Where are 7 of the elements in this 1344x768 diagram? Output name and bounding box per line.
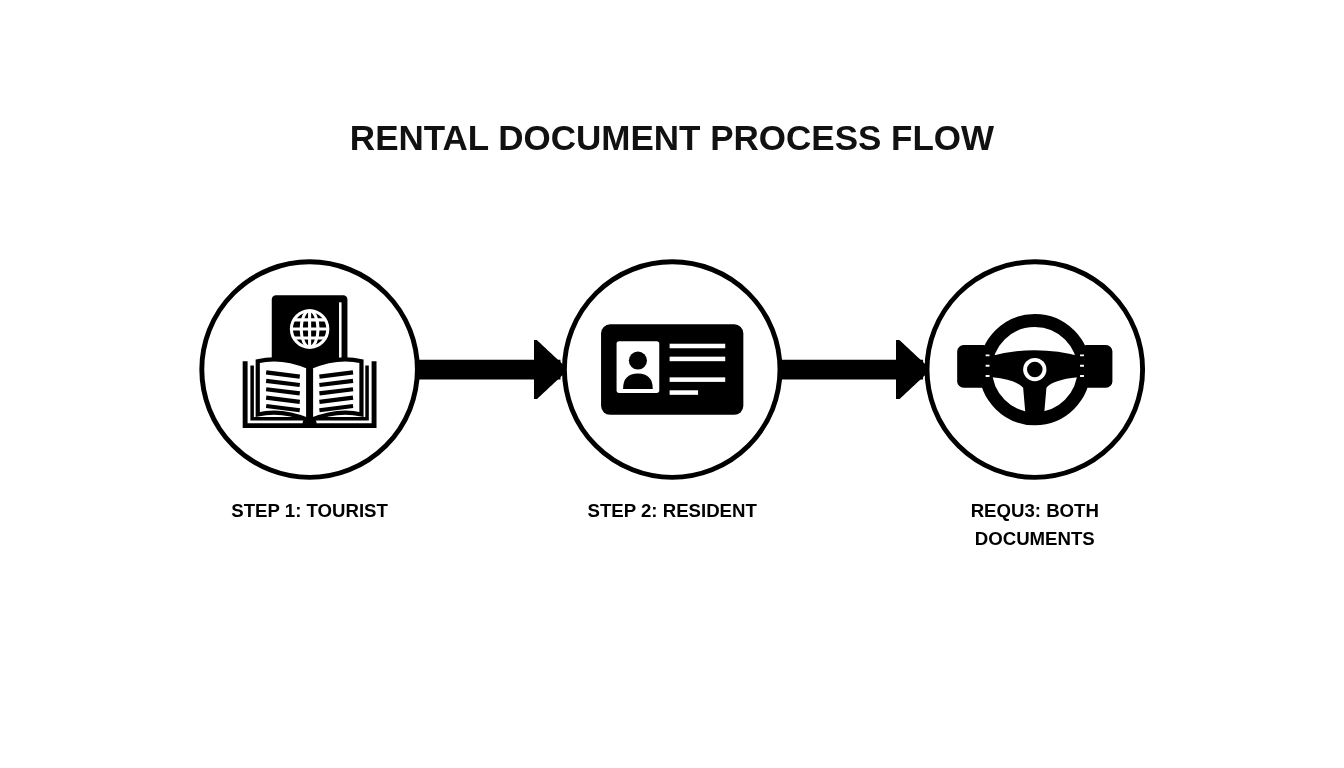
node-circle [199, 259, 420, 480]
node-label: REQU3: BOTH DOCUMENTS [970, 499, 1099, 549]
diagram-title: RENTAL DOCUMENT PROCESS FLOW [349, 118, 995, 159]
node-circle [924, 259, 1145, 480]
node-circle [561, 259, 783, 480]
node-label: STEP 1: TOURIST [231, 499, 388, 521]
node-label: STEP 2: RESIDENT [587, 499, 757, 521]
